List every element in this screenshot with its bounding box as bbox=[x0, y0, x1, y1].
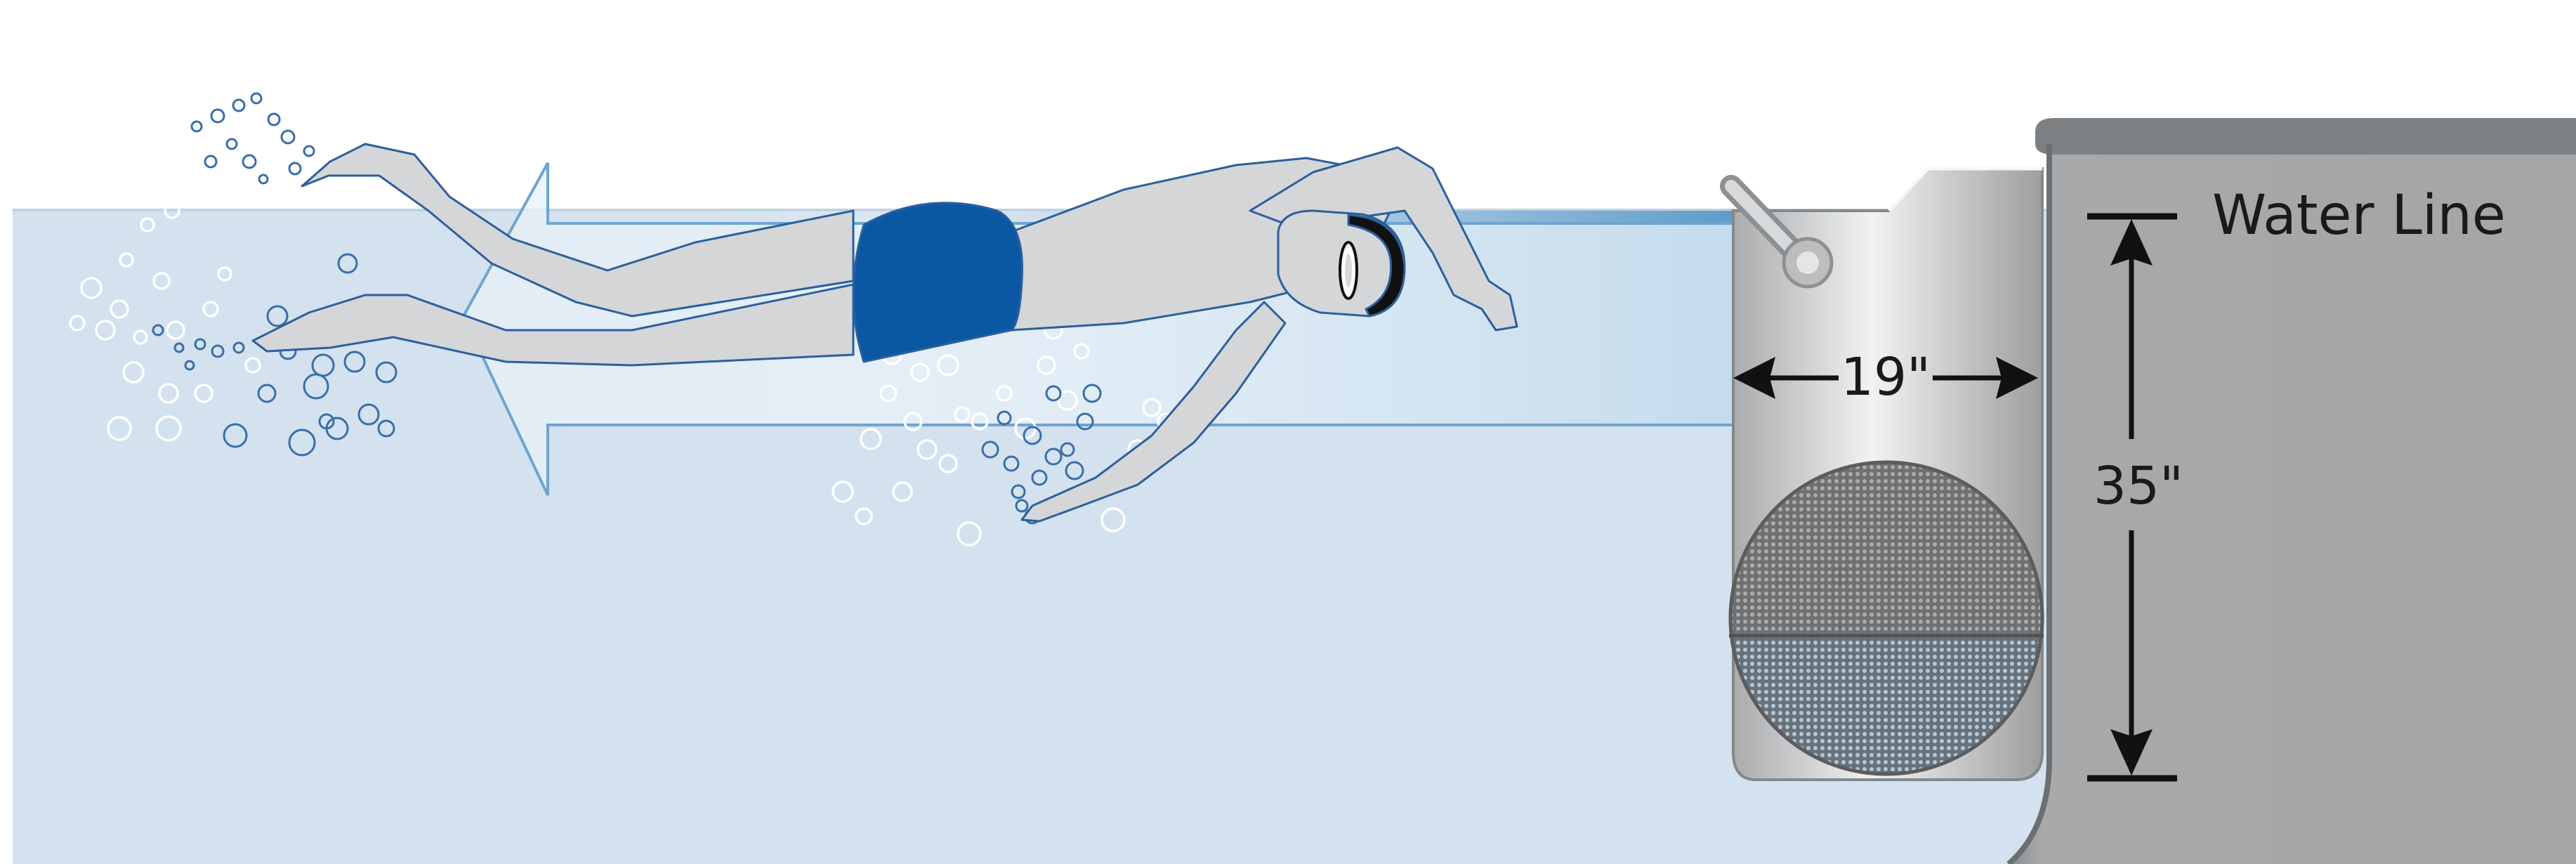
water-line-label: Water Line bbox=[2212, 184, 2506, 247]
bubble bbox=[268, 114, 280, 125]
bubble bbox=[205, 156, 216, 167]
bubble bbox=[259, 175, 268, 183]
bubble bbox=[251, 93, 261, 103]
width-label: 19" bbox=[1841, 347, 1931, 407]
bubble bbox=[233, 100, 244, 111]
bubble bbox=[192, 122, 202, 131]
bubble bbox=[227, 139, 237, 149]
height-label: 35" bbox=[2094, 456, 2183, 516]
wall-coping bbox=[2035, 118, 2576, 155]
bubble bbox=[243, 155, 256, 168]
bubble bbox=[289, 163, 301, 174]
bubble bbox=[304, 146, 314, 156]
bubble bbox=[211, 110, 224, 122]
bubble bbox=[282, 131, 294, 143]
